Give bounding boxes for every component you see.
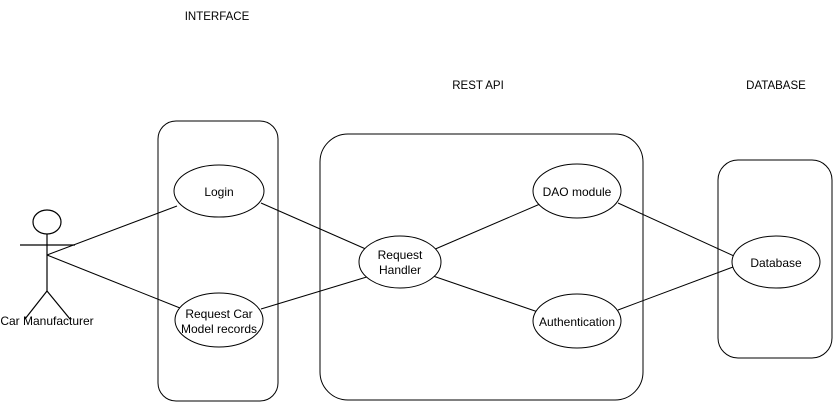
use-case-database-shape[interactable] [731,235,821,289]
association-login-to-request-handler [260,202,369,251]
use-case-request-car-model-records-label-line1: Request Car [185,307,252,321]
use-case-dao-module-label: DAO module [543,185,612,199]
association-actor-to-login [46,205,178,256]
use-case-authentication-label: Authentication [539,315,615,329]
actor-left-leg-line [24,290,48,320]
use-case-request-car-model-records[interactable]: Request Car Model records [174,292,264,348]
association-request-handler-to-dao-module [432,203,541,251]
use-case-login-shape[interactable] [173,164,265,218]
association-dao-module-to-database [617,202,735,257]
association-request-handler-to-authentication [432,275,539,313]
association-authentication-to-database [617,266,734,311]
use-case-request-handler-shape[interactable] [358,235,442,289]
group-titles: INTERFACE REST API DATABASE [185,11,806,92]
use-case-dao-module-shape[interactable] [532,163,622,219]
use-case-request-handler[interactable]: Request Handler [358,235,442,289]
use-case-request-car-model-records-label-line2: Model records [181,322,257,336]
boundary-box-interface[interactable] [157,120,279,402]
use-case-request-car-model-records-shape[interactable] [174,292,264,348]
association-lines [46,202,735,313]
actor-right-leg-line [46,290,71,320]
use-case-login[interactable]: Login [173,164,265,218]
use-case-authentication-shape[interactable] [532,293,622,349]
group-title-interface: INTERFACE [185,11,250,23]
use-case-request-handler-label-line1: Request [378,248,423,262]
use-case-login-label: Login [204,185,233,199]
actor-car-manufacturer[interactable]: Car Manufacturer [0,209,94,328]
use-case-database[interactable]: Database [731,235,821,289]
group-title-rest-api: REST API [452,80,504,92]
use-case-request-handler-label-line2: Handler [379,263,421,277]
actor-label: Car Manufacturer [0,314,93,328]
group-title-database: DATABASE [746,80,806,92]
association-request-car-model-records-to-request-handler [260,275,371,310]
actor-head-icon [32,209,62,235]
association-actor-to-request-car-model-records [46,254,181,309]
boundary-boxes [157,120,833,402]
use-case-dao-module[interactable]: DAO module [532,163,622,219]
use-case-database-label: Database [750,256,802,270]
use-case-authentication[interactable]: Authentication [532,293,622,349]
